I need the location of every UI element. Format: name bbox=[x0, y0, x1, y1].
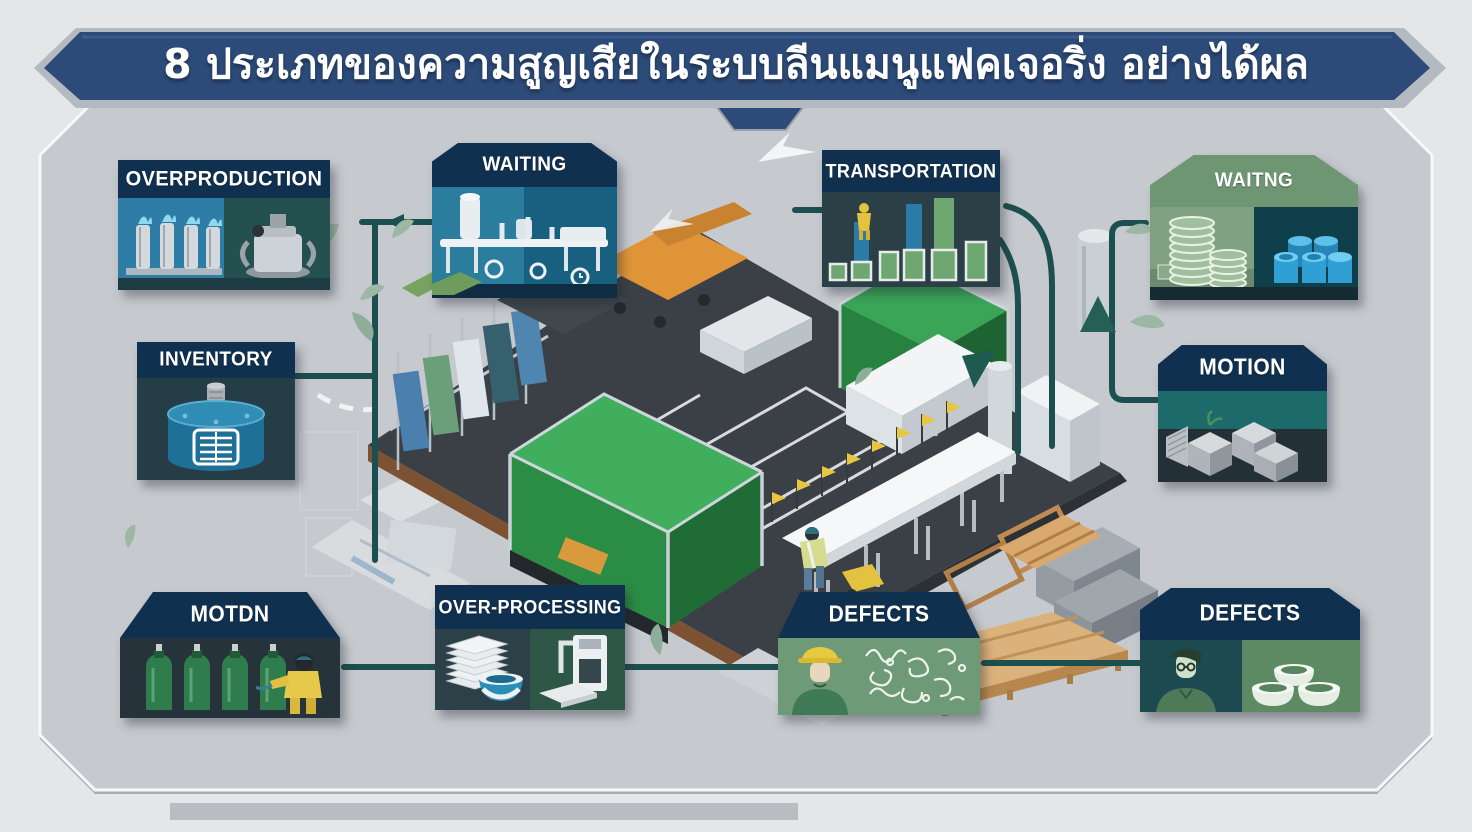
yellow-worker-icon bbox=[857, 203, 871, 240]
stacked-crates-icon bbox=[1166, 409, 1298, 482]
factory-scene bbox=[299, 202, 1158, 726]
waiting-right-label: WAITNG bbox=[1214, 169, 1294, 192]
sheet-stack-icon bbox=[445, 635, 509, 690]
factory-floor bbox=[368, 228, 1120, 668]
welder-worker-icon bbox=[255, 653, 322, 714]
waste-box-inventory: INVENTORY bbox=[137, 342, 295, 480]
waste-box-motion-right: MOTION bbox=[1158, 345, 1327, 482]
arrow-down-icon bbox=[962, 350, 996, 388]
defects-right-illustration bbox=[1140, 640, 1360, 712]
motion-right-illustration bbox=[1158, 391, 1327, 482]
over-processing-label: OVER-PROCESSING bbox=[438, 595, 622, 618]
defects-center-label: DEFECTS bbox=[828, 602, 930, 627]
bottom-shadow-bar bbox=[170, 803, 798, 820]
banner-shape bbox=[44, 32, 1430, 100]
paper-plane-small-icon bbox=[650, 208, 694, 232]
motion-bottom-illustration bbox=[120, 638, 340, 718]
dispenser-machine-icon bbox=[539, 635, 607, 708]
waste-box-motion-bottom: MOTDN bbox=[120, 592, 340, 718]
transportation-illustration bbox=[822, 192, 1000, 287]
waiting-right-illustration bbox=[1150, 207, 1358, 300]
conveyor-table bbox=[782, 432, 1016, 614]
blue-drums-icon bbox=[1274, 236, 1352, 283]
waiting-top-illustration bbox=[432, 187, 617, 298]
waste-box-overproduction: OVERPRODUCTION bbox=[118, 160, 330, 290]
defects-center-illustration bbox=[778, 638, 980, 715]
transportation-label: TRANSPORTATION bbox=[825, 159, 997, 182]
waste-box-over-processing: OVER-PROCESSING bbox=[435, 585, 625, 710]
page-title: 8 ประเภทของความสูญเสียในระบบลีนแมนูแฟคเจ… bbox=[163, 39, 1309, 88]
yellow-flags bbox=[771, 401, 961, 522]
waiting-top-label: WAITING bbox=[482, 153, 567, 176]
containers-icon bbox=[1252, 664, 1340, 706]
scribbles-icon bbox=[865, 648, 967, 704]
hardhat-inspector-icon bbox=[792, 647, 848, 715]
waste-box-defects-center: DEFECTS bbox=[778, 592, 980, 715]
connectors bbox=[292, 203, 1160, 670]
waste-box-waiting-top: WAITING bbox=[432, 143, 617, 298]
motion-bottom-label: MOTDN bbox=[190, 602, 270, 627]
glasses-inspector-icon bbox=[1156, 648, 1216, 712]
rack-with-parts bbox=[389, 286, 549, 470]
waste-box-transportation: TRANSPORTATION bbox=[822, 150, 1000, 287]
motion-right-label: MOTION bbox=[1199, 355, 1286, 380]
inventory-label: INVENTORY bbox=[159, 348, 273, 371]
bowl-icon bbox=[479, 673, 523, 701]
arrow-up-icon bbox=[1080, 296, 1116, 332]
waste-box-waiting-right: WAITNG bbox=[1150, 155, 1358, 300]
paper-plane-icon bbox=[758, 132, 816, 162]
over-processing-illustration bbox=[435, 629, 625, 710]
waste-box-defects-right: DEFECTS bbox=[1140, 588, 1360, 712]
defects-right-label: DEFECTS bbox=[1199, 601, 1301, 626]
inventory-illustration bbox=[137, 378, 295, 480]
overproduction-label: OVERPRODUCTION bbox=[125, 166, 323, 191]
overproduction-illustration bbox=[118, 198, 330, 290]
